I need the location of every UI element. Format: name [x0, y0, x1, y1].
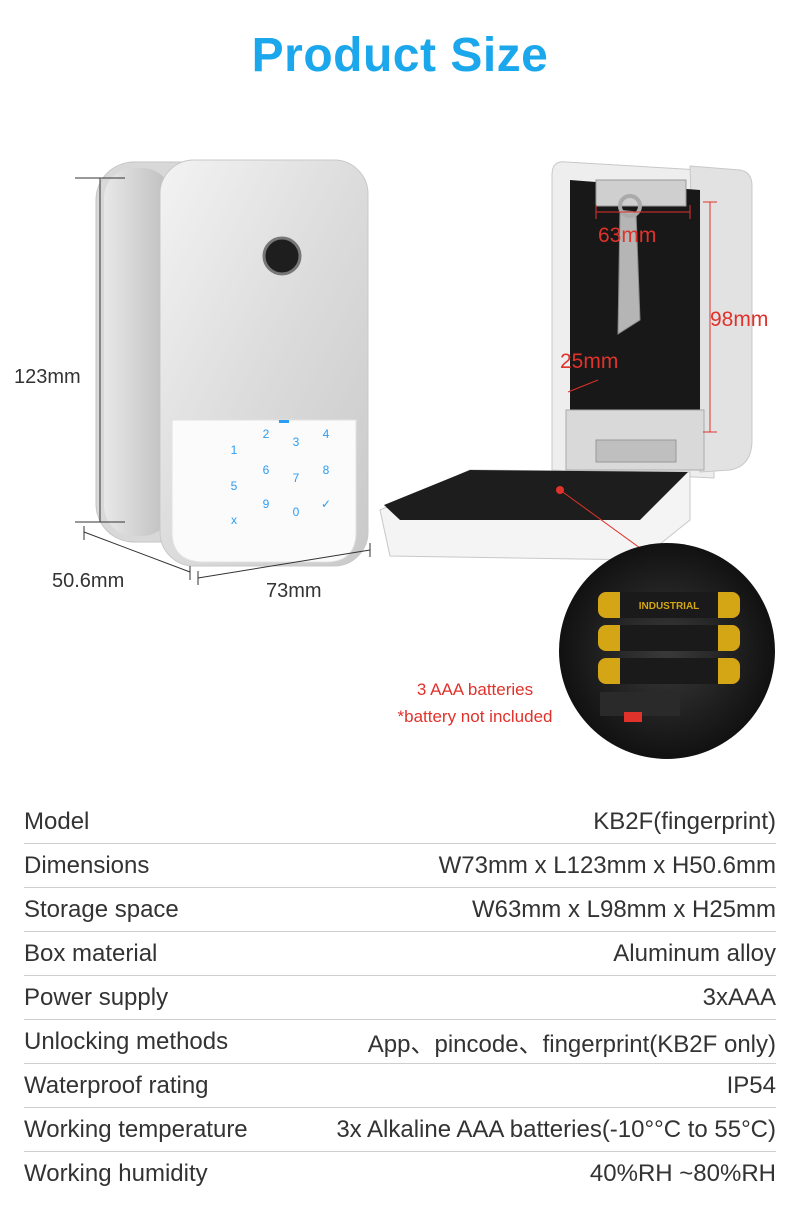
spec-row-waterproof-rating: Waterproof rating IP54 — [24, 1064, 776, 1108]
width-dimension-label: 73mm — [266, 580, 322, 602]
depth-dimension-label: 50.6mm — [52, 570, 125, 592]
open-key-box — [379, 161, 753, 561]
product-illustration: 1 2 3 4 5 6 7 8 x 9 0 ✓ — [0, 140, 800, 760]
fingerprint-sensor — [262, 236, 302, 276]
spec-value: W63mm x L98mm x H25mm — [471, 895, 776, 923]
keypad-key: 7 — [293, 471, 300, 485]
page-title: Product Size — [251, 29, 549, 82]
spec-value: App、pincode、fingerprint(KB2F only) — [367, 1031, 776, 1058]
battery-note-line2: *battery not included — [397, 707, 553, 726]
spec-value: KB2F(fingerprint) — [593, 807, 776, 835]
closed-key-box — [95, 159, 369, 567]
keypad-key: 2 — [263, 427, 270, 441]
keypad-key: 5 — [231, 479, 238, 493]
spec-label: Working humidity — [24, 1159, 208, 1187]
spec-table: Model KB2F(fingerprint) Dimensions W73mm… — [24, 800, 776, 1195]
spec-row-working-humidity: Working humidity 40%RH ~80%RH — [24, 1152, 776, 1195]
inner-depth-label: 25mm — [560, 350, 619, 373]
product-drawing: 1 2 3 4 5 6 7 8 x 9 0 ✓ — [75, 159, 775, 759]
battery-label: INDUSTRIAL — [639, 601, 700, 612]
spec-label: Dimensions — [24, 851, 150, 879]
spec-value: W73mm x L123mm x H50.6mm — [438, 851, 776, 879]
spec-row-working-temperature: Working temperature 3x Alkaline AAA batt… — [24, 1108, 776, 1152]
keypad-key: 9 — [263, 497, 270, 511]
spec-label: Model — [24, 807, 90, 835]
battery-note: 3 AAA batteries *battery not included — [370, 676, 580, 730]
spec-row-power-supply: Power supply 3xAAA — [24, 976, 776, 1020]
spec-row-model: Model KB2F(fingerprint) — [24, 800, 776, 844]
keypad-key: 8 — [323, 463, 330, 477]
spec-row-dimensions: Dimensions W73mm x L123mm x H50.6mm — [24, 844, 776, 888]
keypad: 1 2 3 4 5 6 7 8 x 9 0 ✓ — [231, 427, 331, 527]
spec-row-unlocking-methods: Unlocking methods App、pincode、fingerprin… — [24, 1020, 776, 1064]
spec-label: Storage space — [24, 895, 179, 923]
spec-label: Power supply — [24, 983, 169, 1011]
height-dimension-label: 123mm — [14, 366, 81, 388]
keypad-key: 3 — [293, 435, 300, 449]
inner-width-label: 63mm — [598, 224, 657, 247]
battery-compartment: INDUSTRIAL — [559, 543, 775, 759]
keypad-key: 4 — [323, 427, 330, 441]
spec-value: 40%RH ~80%RH — [589, 1159, 776, 1187]
spec-value: 3xAAA — [702, 983, 776, 1011]
spec-row-storage-space: Storage space W63mm x L98mm x H25mm — [24, 888, 776, 932]
keypad-key: x — [231, 513, 237, 527]
spec-value: Aluminum alloy — [613, 939, 776, 967]
spec-label: Working temperature — [24, 1115, 248, 1143]
keypad-key: 0 — [293, 505, 300, 519]
spec-value: IP54 — [726, 1071, 776, 1099]
keypad-key: ✓ — [321, 497, 331, 511]
battery-note-line1: 3 AAA batteries — [416, 680, 534, 699]
inner-height-label: 98mm — [710, 308, 769, 331]
spec-label: Unlocking methods — [24, 1027, 229, 1055]
keypad-key: 6 — [263, 463, 270, 477]
keypad-key: 1 — [231, 443, 238, 457]
spec-label: Box material — [24, 939, 158, 967]
inner-dimension-lines — [559, 201, 717, 549]
spec-row-box-material: Box material Aluminum alloy — [24, 932, 776, 976]
keys — [617, 209, 641, 335]
spec-value: 3x Alkaline AAA batteries(-10°°C to 55°C… — [336, 1115, 776, 1143]
spec-label: Waterproof rating — [24, 1071, 209, 1099]
dimension-lines — [75, 177, 371, 585]
